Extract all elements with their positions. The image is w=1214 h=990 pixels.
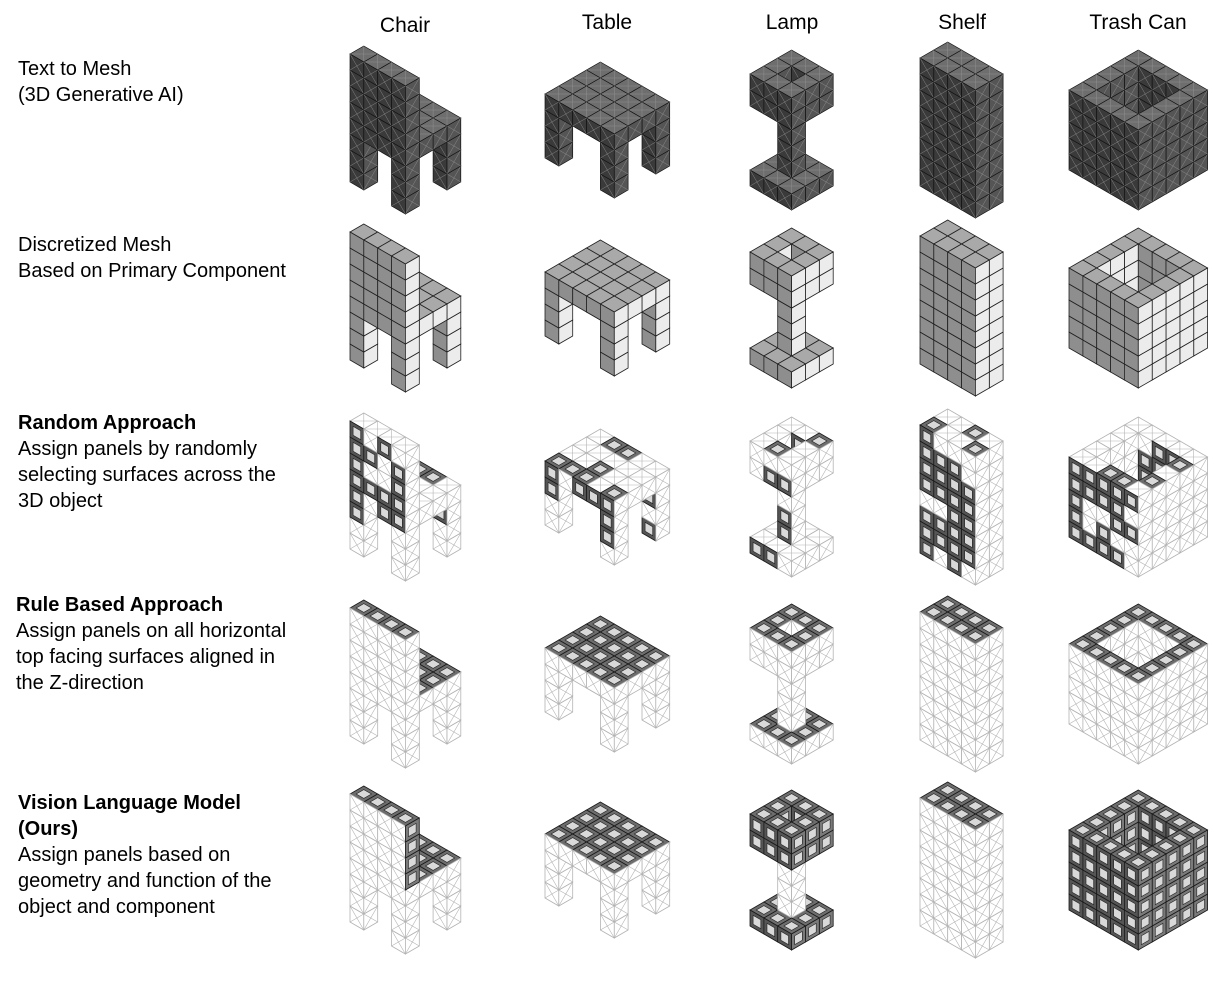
object-chair-vlm (349, 785, 462, 955)
row-description-line: Assign panels based on (18, 844, 231, 866)
row-title-line: Vision Language Model (18, 792, 241, 814)
row-description-line: the Z-direction (16, 672, 144, 694)
voxel-face (975, 259, 990, 285)
row-description-line: top facing surfaces aligned in (16, 646, 276, 668)
row-title-line: Rule Based Approach (16, 594, 224, 616)
object-table-mesh (544, 61, 671, 199)
column-header-shelf: Shelf (938, 11, 986, 34)
row-description-line: object and component (18, 896, 215, 918)
column-header-lamp: Lamp (765, 11, 819, 34)
row-description-line: Assign panels on all horizontal (16, 620, 287, 642)
object-lamp-vlm (749, 789, 835, 951)
object-table-random (544, 428, 671, 566)
object-table-vlm (544, 801, 671, 939)
object-shelf-discretized (919, 219, 1004, 397)
object-table-discretized (544, 239, 671, 377)
row-description-line: Based on Primary Component (18, 260, 286, 282)
object-trash-mesh (1068, 49, 1209, 211)
object-trash-random (1068, 416, 1209, 578)
column-header-trash-can: Trash Can (1089, 11, 1187, 34)
object-trash-discretized (1068, 227, 1209, 389)
row-label-vlm: Vision Language Model (Ours) Assign panels… (18, 790, 338, 920)
object-trash-rule (1068, 603, 1209, 765)
row-description-line: geometry and function of the (18, 870, 272, 892)
object-chair-mesh (349, 45, 462, 215)
object-chair-discretized (349, 223, 462, 393)
row-title-line: (Ours) (18, 818, 78, 840)
object-shelf-random (919, 408, 1004, 586)
voxel-face (791, 363, 806, 389)
object-chair-rule (349, 599, 462, 769)
row-description-line: 3D object (18, 490, 103, 512)
row-label-mesh: Text to Mesh (3D Generative AI) (18, 56, 338, 108)
column-header-chair: Chair (379, 14, 431, 37)
object-table-rule (544, 615, 671, 753)
object-lamp-rule (749, 603, 835, 765)
object-chair-random (349, 412, 462, 582)
column-header-table: Table (581, 11, 633, 34)
row-description-line: Assign panels by randomly (18, 438, 258, 460)
voxel-face (1137, 299, 1153, 325)
object-shelf-rule (919, 595, 1004, 773)
row-title-line: Random Approach (18, 412, 197, 434)
row-description-line: selecting surfaces across the (18, 464, 276, 486)
row-description-line: (3D Generative AI) (18, 84, 184, 106)
voxel-face (405, 255, 420, 281)
voxel-face (613, 303, 629, 329)
object-trash-vlm (1068, 789, 1209, 951)
object-lamp-discretized (749, 227, 835, 389)
object-shelf-mesh (919, 41, 1004, 219)
row-description-line: Text to Mesh (18, 58, 132, 80)
object-lamp-random (749, 416, 835, 578)
object-shelf-vlm (919, 781, 1004, 959)
row-description-line: Discretized Mesh (18, 234, 172, 256)
voxel-face (791, 267, 806, 293)
object-lamp-mesh (749, 49, 834, 211)
